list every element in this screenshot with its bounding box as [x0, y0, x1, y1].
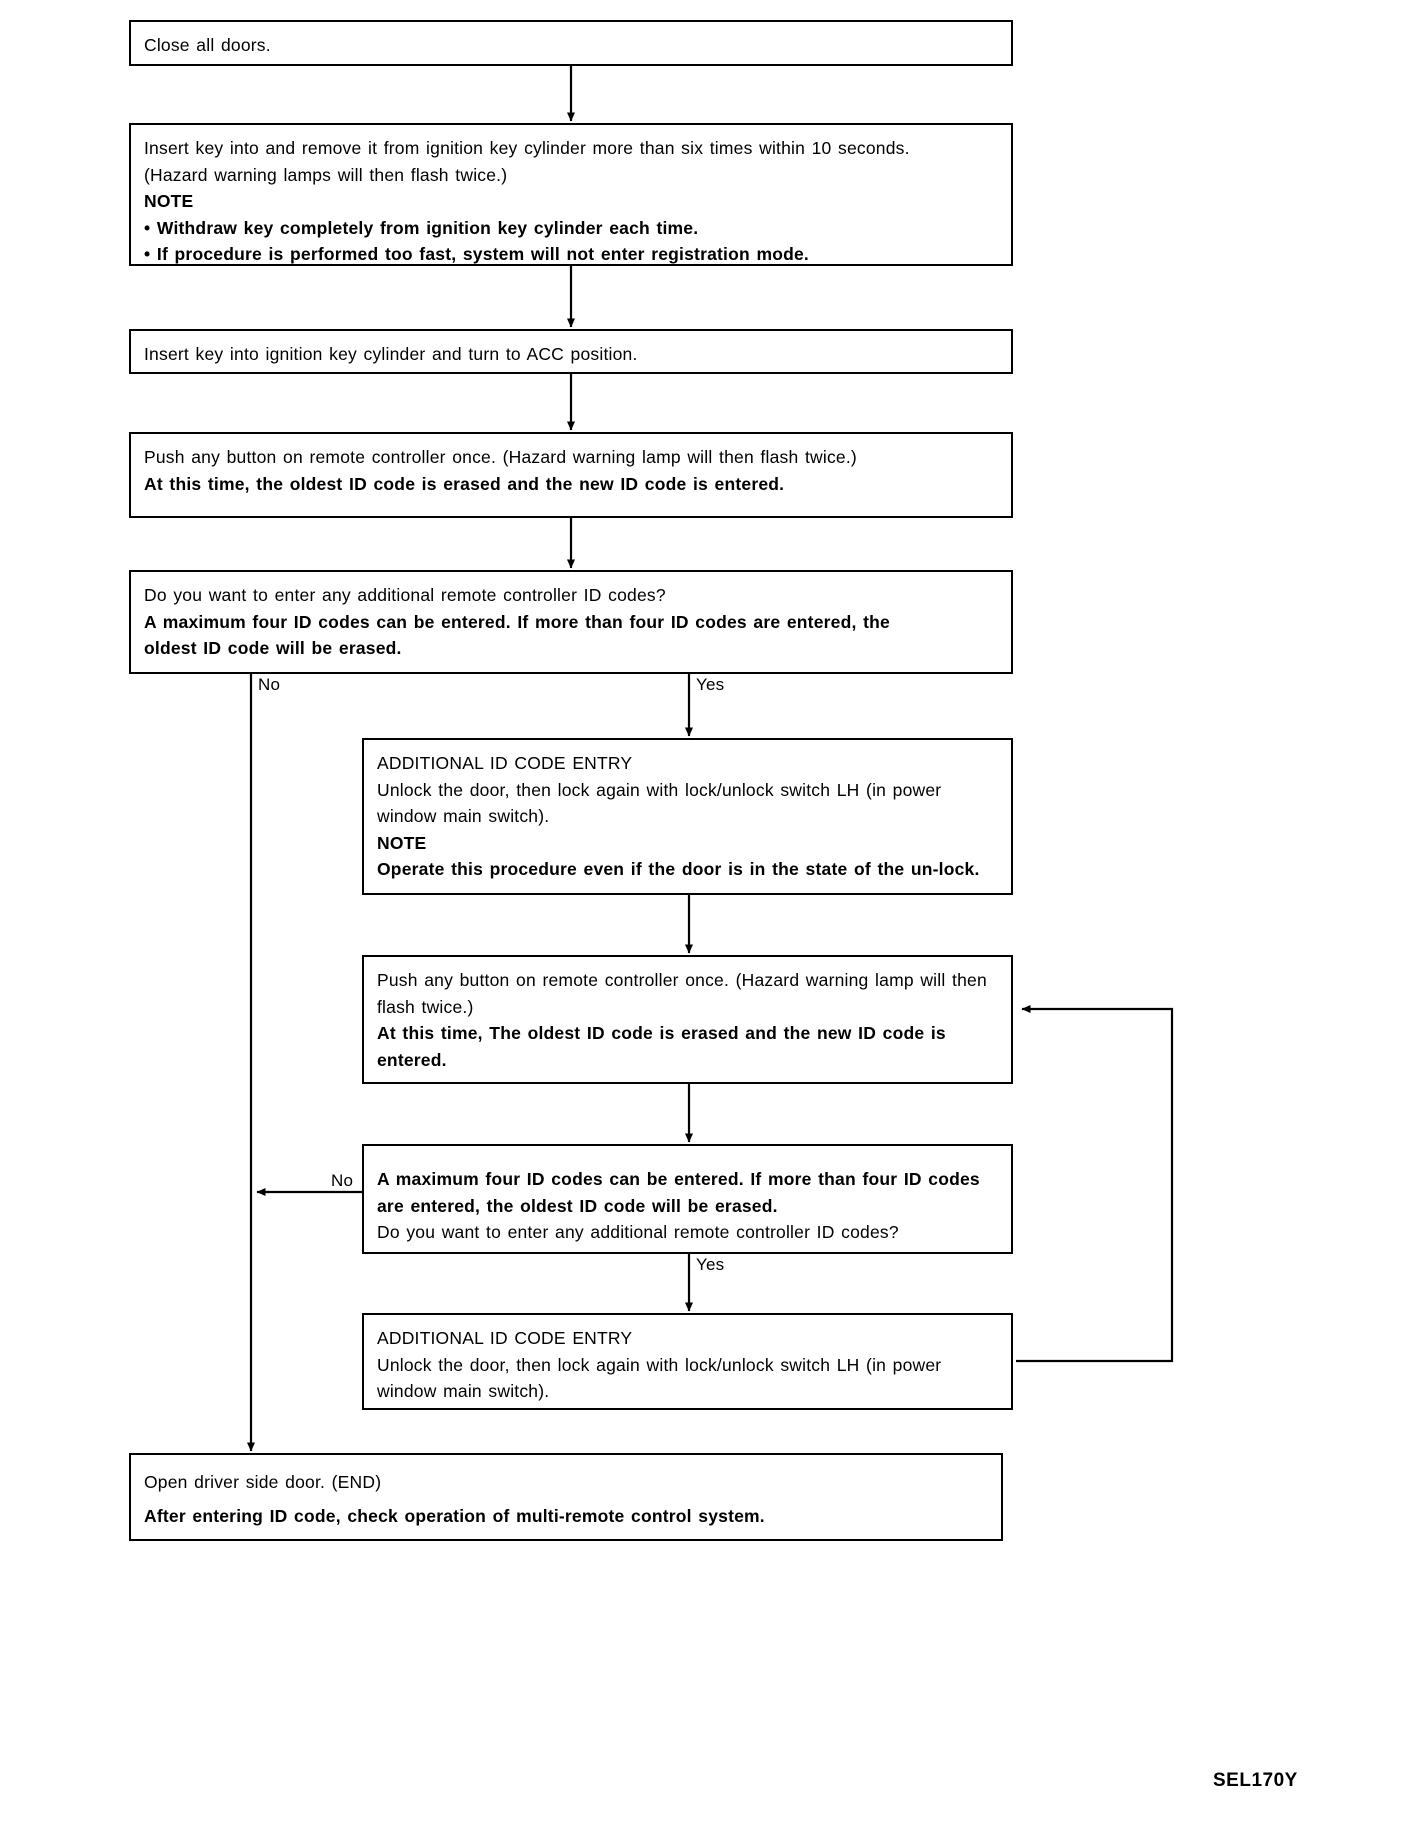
node-push-any-button-first: Push any button on remote controller onc… [129, 432, 1013, 518]
node-line: At this time, The oldest ID code is eras… [377, 1023, 946, 1070]
branch-label-no-second: No [331, 1171, 354, 1190]
branch-label-yes-second: Yes [696, 1255, 725, 1274]
figure-caption: SEL170Y [1213, 1770, 1298, 1791]
node-line: Insert key into and remove it from ignit… [144, 138, 910, 158]
node-note-bullet: • If procedure is performed too fast, sy… [144, 244, 809, 265]
node-line: Open driver side door. (END) [144, 1472, 382, 1492]
node-line: Push any button on remote controller onc… [144, 447, 857, 467]
node-line: Unlock the door, then lock again with lo… [377, 779, 942, 827]
node-line: A maximum four ID codes can be entered. … [377, 1169, 980, 1216]
node-additional-id-code-entry-first: ADDITIONAL ID CODE ENTRY Unlock the door… [362, 738, 1013, 895]
node-heading: ADDITIONAL ID CODE ENTRY [377, 753, 633, 773]
node-note-bullet: • Withdraw key completely from ignition … [144, 217, 699, 238]
node-line: A maximum four ID codes can be entered. … [144, 611, 890, 659]
node-line: Unlock the door, then lock again with lo… [377, 1354, 942, 1402]
node-insert-remove-key-six-times: Insert key into and remove it from ignit… [129, 123, 1013, 266]
node-line: Operate this procedure even if the door … [377, 859, 980, 880]
node-line: Do you want to enter any additional remo… [377, 1222, 899, 1243]
branch-label-yes-first: Yes [696, 675, 725, 694]
node-line: At this time, the oldest ID code is eras… [144, 473, 785, 494]
node-line: Push any button on remote controller onc… [377, 970, 987, 1017]
node-line: Close all doors. [144, 35, 271, 55]
node-decision-additional-codes-second: A maximum four ID codes can be entered. … [362, 1144, 1013, 1254]
node-line: (Hazard warning lamps will then flash tw… [144, 164, 508, 185]
node-note-heading: NOTE [144, 191, 194, 212]
node-push-any-button-second: Push any button on remote controller onc… [362, 955, 1013, 1084]
node-close-all-doors: Close all doors. [129, 20, 1013, 66]
node-line: After entering ID code, check operation … [144, 1505, 765, 1526]
node-line: Do you want to enter any additional remo… [144, 585, 666, 605]
node-turn-key-to-acc: Insert key into ignition key cylinder an… [129, 329, 1013, 374]
node-note-heading: NOTE [377, 832, 427, 853]
node-line: Insert key into ignition key cylinder an… [144, 344, 638, 364]
node-heading: ADDITIONAL ID CODE ENTRY [377, 1328, 633, 1348]
node-decision-additional-codes-first: Do you want to enter any additional remo… [129, 570, 1013, 674]
branch-label-no-first: No [258, 675, 281, 694]
node-additional-id-code-entry-second: ADDITIONAL ID CODE ENTRY Unlock the door… [362, 1313, 1013, 1410]
node-open-driver-side-door-end: Open driver side door. (END) After enter… [129, 1453, 1003, 1541]
